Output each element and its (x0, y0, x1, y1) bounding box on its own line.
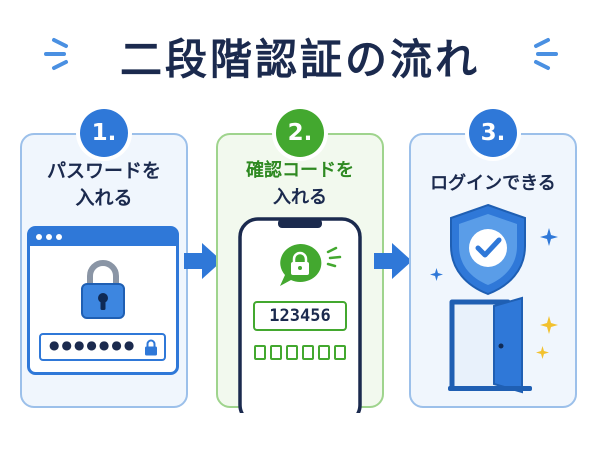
code-slot[interactable] (286, 345, 298, 360)
step-2-label-line1: 確認コードを (246, 160, 354, 181)
page-title: 二段階認証の流れ (119, 34, 480, 84)
step-number-3: 3. (469, 109, 517, 157)
sparkle-right-icon (534, 38, 558, 70)
title-container: 二段階認証の流れ (0, 26, 600, 86)
step-1-label-line1: パスワードを (46, 160, 161, 182)
notification-lines-icon (326, 246, 342, 268)
step-1-label-line2: 入れる (75, 187, 133, 209)
shield-check-icon (450, 203, 526, 296)
step-3-label: ログインできる (430, 173, 556, 194)
code-slot[interactable] (334, 345, 346, 360)
arrow-right-icon (374, 243, 412, 279)
sparkle-gold-icon (536, 346, 549, 359)
message-lock-icon (280, 243, 322, 286)
verification-code-value: 123456 (269, 306, 331, 326)
code-slot[interactable] (254, 345, 266, 360)
verification-code-field[interactable]: 123456 (253, 301, 347, 331)
sparkle-gold-icon (540, 316, 558, 334)
arrow-right-icon (184, 243, 222, 279)
step-number-1: 1. (80, 109, 128, 157)
password-mask: ●●●●●●● (49, 338, 137, 352)
step-number-2: 2. (276, 109, 324, 157)
code-slot[interactable] (270, 345, 282, 360)
code-slot[interactable] (302, 345, 314, 360)
sparkle-icon (430, 268, 443, 281)
open-door-icon (448, 296, 532, 394)
sparkle-icon (540, 228, 558, 246)
lock-icon (81, 260, 125, 319)
password-field[interactable]: ●●●●●●● (39, 333, 166, 361)
sparkle-left-icon (44, 38, 68, 70)
code-slot[interactable] (318, 345, 330, 360)
step-2-label-line2: 入れる (273, 187, 327, 208)
small-lock-icon (145, 339, 157, 356)
